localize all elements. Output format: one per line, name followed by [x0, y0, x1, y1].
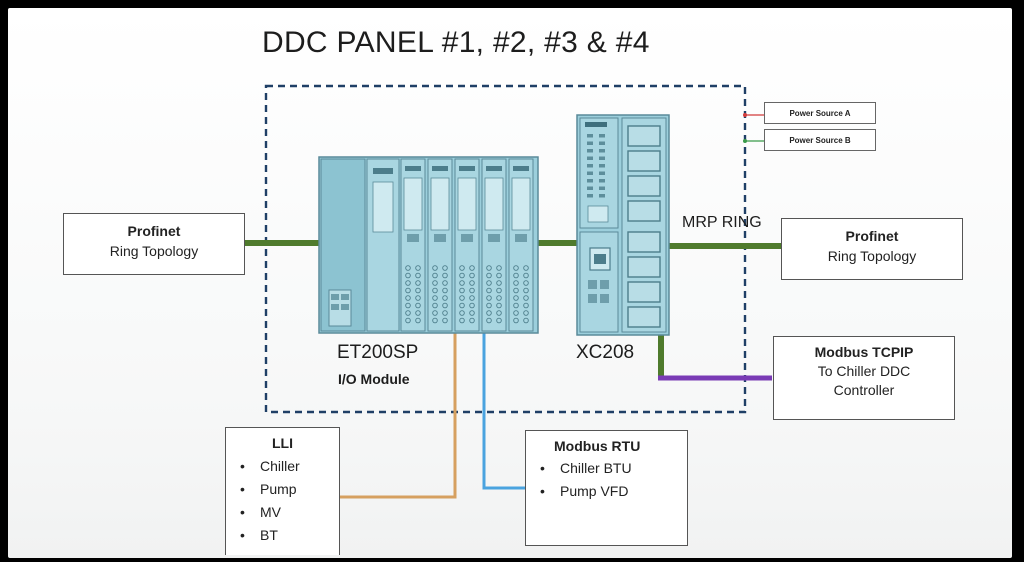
modbus-tcpip-heading: Modbus TCPIP	[814, 344, 914, 360]
terminal-block	[588, 294, 597, 303]
modbus-tcpip-line-2: Controller	[833, 382, 895, 398]
left-profinet-box: Profinet Ring Topology	[63, 213, 245, 275]
ethernet-port	[627, 125, 661, 147]
mrp-ring-label: MRP RING	[682, 214, 762, 231]
terminal-block	[588, 280, 597, 289]
modbus-tcpip-line-1: To Chiller DDC	[817, 363, 911, 379]
right-profinet-subheading: Ring Topology	[827, 248, 917, 264]
modbus-rtu-wire	[482, 330, 526, 490]
power-a-dot	[743, 113, 747, 117]
power-source-a-box: Power Source A	[764, 102, 876, 124]
et200sp-label: ET200SP	[337, 342, 419, 363]
lli-heading: LLI	[272, 435, 293, 451]
lli-wire	[339, 328, 457, 499]
xc208-label: XC208	[576, 342, 635, 363]
power-b-dot	[743, 139, 747, 143]
io-slot	[454, 158, 480, 332]
ethernet-port	[627, 150, 661, 172]
terminal-block	[600, 280, 609, 289]
ethernet-port	[627, 200, 661, 222]
right-profinet-heading: Profinet	[845, 228, 899, 244]
ethernet-port	[627, 256, 661, 278]
xc208-status-leds	[587, 134, 605, 198]
left-profinet-subheading: Ring Topology	[109, 243, 199, 259]
io-slot	[427, 158, 453, 332]
left-profinet-heading: Profinet	[127, 223, 181, 239]
modbus-rtu-item: Pump VFD	[540, 480, 687, 503]
diagram-title: DDC PANEL #1, #2, #3 & #4	[262, 26, 650, 59]
io-slot	[400, 158, 426, 332]
modbus-tcpip-box: Modbus TCPIP To Chiller DDC Controller	[773, 336, 955, 420]
terminal-block	[600, 294, 609, 303]
et200sp-io-slots	[400, 158, 534, 332]
io-slot	[508, 158, 534, 332]
lli-list: Chiller Pump MV BT	[234, 455, 339, 547]
io-slot	[481, 158, 507, 332]
io-module-caption: I/O Module	[338, 371, 410, 387]
lli-item: BT	[240, 524, 339, 547]
ethernet-port	[627, 231, 661, 253]
modbus-rtu-heading: Modbus RTU	[554, 438, 641, 454]
lli-item: Chiller	[240, 455, 339, 478]
power-source-b-box: Power Source B	[764, 129, 876, 151]
ethernet-port	[627, 175, 661, 197]
modbus-rtu-box: Modbus RTU Chiller BTU Pump VFD	[525, 430, 688, 546]
modbus-rtu-item: Chiller BTU	[540, 457, 687, 480]
lli-item: Pump	[240, 478, 339, 501]
ethernet-port	[627, 306, 661, 328]
right-profinet-box: Profinet Ring Topology	[781, 218, 963, 280]
lli-item: MV	[240, 501, 339, 524]
modbus-rtu-list: Chiller BTU Pump VFD	[534, 457, 687, 503]
xc208-ethernet-ports	[588, 125, 661, 328]
ethernet-port	[627, 281, 661, 303]
lli-box: LLI Chiller Pump MV BT	[225, 427, 340, 555]
